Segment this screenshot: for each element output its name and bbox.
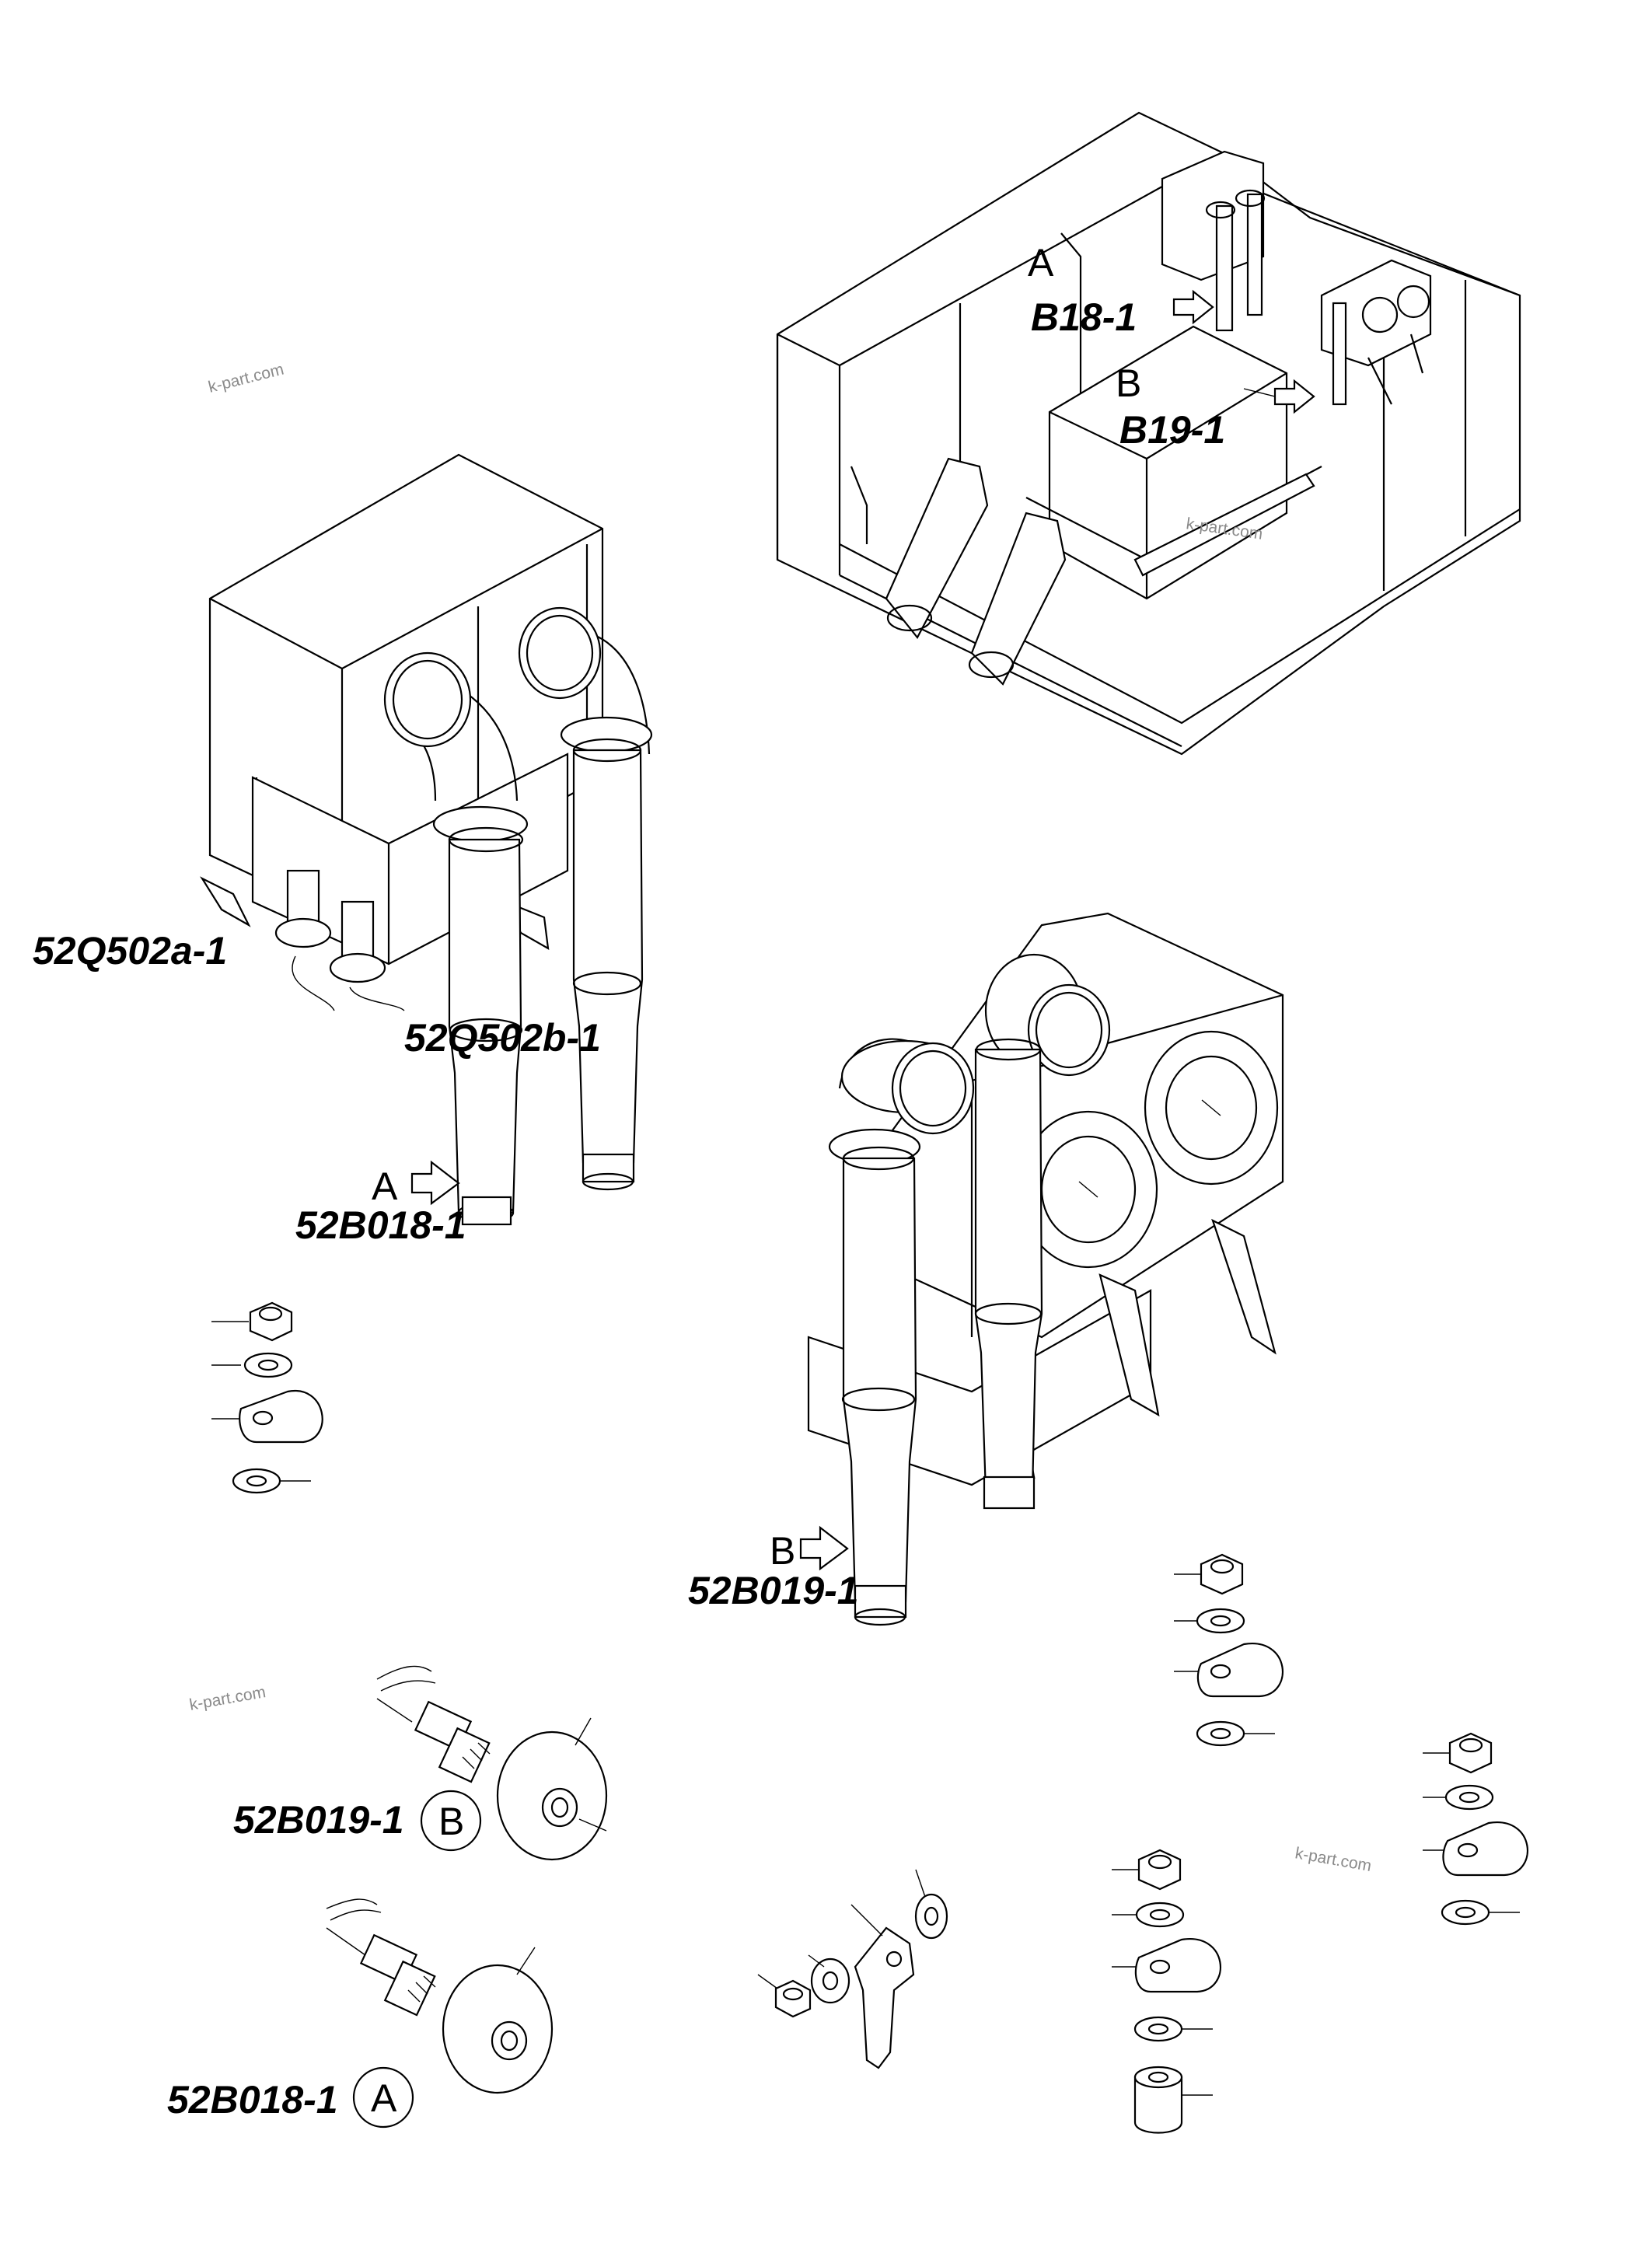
arrow-a-left-icon	[410, 1160, 460, 1206]
washer-icon	[1196, 1608, 1245, 1634]
label-b-top: B	[1116, 361, 1141, 405]
filter-assembly-right	[799, 912, 1284, 1626]
hardware-stack-4	[1112, 1849, 1222, 2134]
clamp-icon	[1134, 1938, 1222, 1993]
label-b19: B19-1	[1119, 408, 1225, 452]
clamp-icon	[239, 1389, 323, 1444]
bracket-icon	[854, 1926, 915, 2069]
filter-assembly-left	[199, 453, 653, 1226]
watermark: k-part.com	[207, 361, 286, 396]
bracket-assembly	[757, 1869, 948, 2069]
callout-circle-b	[420, 1790, 482, 1852]
label-52b018-detail: 52B018-1	[167, 2078, 338, 2122]
washer-icon	[1196, 1720, 1245, 1747]
arrow-b-icon	[1273, 379, 1315, 414]
callout-a-letter: A	[371, 2076, 397, 2120]
washer-icon	[232, 1468, 281, 1494]
clamp-icon	[1196, 1643, 1284, 1698]
washer-icon	[243, 1352, 293, 1378]
label-b18: B18-1	[1031, 295, 1137, 339]
washer-icon	[1441, 1899, 1490, 1926]
label-52b018-left: 52B018-1	[295, 1203, 466, 1247]
callout-circle-a	[352, 2066, 414, 2129]
arrow-b-right-icon	[799, 1525, 849, 1571]
label-a-top: A	[1028, 241, 1054, 285]
washer-icon	[914, 1893, 948, 1940]
machine-frame-overview	[776, 111, 1521, 756]
clamp-icon	[1442, 1821, 1529, 1877]
washer-icon	[810, 1957, 850, 2004]
spacer-icon	[1133, 2076, 1183, 2134]
arrow-a-icon	[1172, 289, 1214, 325]
label-b-right: B	[770, 1529, 795, 1573]
watermark: k-part.com	[188, 1683, 267, 1714]
label-52b019-detail: 52B019-1	[233, 1798, 404, 1842]
hardware-stack-3	[1423, 1732, 1529, 1926]
watermark: k-part.com	[1294, 1844, 1373, 1875]
hardware-stack-1	[211, 1301, 323, 1494]
washer-icon	[1133, 2016, 1183, 2042]
nut-icon	[249, 1301, 293, 1342]
sensor-detail-b	[376, 1665, 608, 1861]
label-52q502a: 52Q502a-1	[33, 929, 227, 973]
callout-b-letter: B	[438, 1800, 464, 1843]
washer-icon	[1444, 1784, 1494, 1811]
label-52b019-right: 52B019-1	[688, 1569, 859, 1612]
label-a-left: A	[372, 1165, 398, 1208]
sensor-detail-a	[326, 1898, 554, 2094]
washer-icon	[1135, 1902, 1185, 1928]
label-52q502b: 52Q502b-1	[404, 1016, 601, 1060]
hardware-stack-2	[1174, 1553, 1284, 1747]
